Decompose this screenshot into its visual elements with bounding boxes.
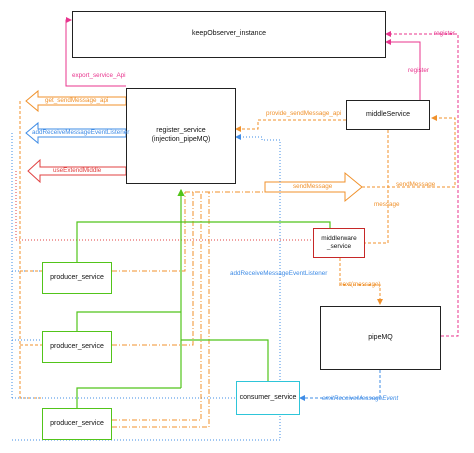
register-service-sublabel: (injection_pipeMQ) bbox=[151, 136, 211, 143]
pipe-mq-node: pipeMQ bbox=[320, 306, 441, 370]
producer-service-label: producer_service bbox=[50, 273, 104, 281]
edge-label-add-receive-listener-left: addReceiveMessageEventListener bbox=[32, 129, 130, 136]
edge-pipemq-to-keep bbox=[385, 31, 459, 337]
edge-p2-send bbox=[112, 192, 194, 346]
keep-observer-label: keepObserver_instance bbox=[192, 30, 266, 38]
producer-service-label: producer_service bbox=[50, 419, 104, 427]
keep-observer-node: keepObserver_instance bbox=[72, 11, 386, 58]
edge-send-message-right bbox=[362, 115, 456, 188]
edge-add-receive-listener-vertical bbox=[235, 134, 281, 380]
edge-p3-send-b bbox=[112, 192, 210, 428]
edge-use-extend-middle bbox=[27, 158, 127, 184]
middleware-service-sublabel: _service bbox=[326, 243, 352, 250]
middle-service-label: middleService bbox=[366, 110, 410, 118]
edge-label-provide-send-message-api: provide_sendMessage_api bbox=[266, 110, 342, 117]
edge-green-p3 bbox=[76, 387, 181, 410]
edge-green-consumer bbox=[181, 339, 269, 381]
register-service-node: register_service (injection_pipeMQ) bbox=[126, 88, 236, 184]
edge-green-p2 bbox=[76, 311, 181, 336]
edge-add-receive-listener-left bbox=[25, 121, 127, 145]
edge-send-message-center bbox=[264, 171, 363, 203]
consumer-service-label: consumer_service bbox=[239, 393, 297, 401]
edge-label-send-message-center: sendMessage bbox=[293, 183, 333, 190]
edge-get-send-message-api bbox=[25, 89, 127, 113]
edge-middle-to-keep bbox=[385, 39, 421, 100]
edge-label-add-receive-listener-vertical: addReceiveMessageEventListener bbox=[230, 270, 328, 277]
edge-label-send-message-right: sendMessage bbox=[396, 181, 436, 188]
edge-provide-send-message-api bbox=[235, 119, 346, 132]
producer-service-node: producer_service bbox=[42, 331, 112, 363]
edge-blue-bottom bbox=[12, 398, 281, 441]
producer-service-node: producer_service bbox=[42, 262, 112, 294]
edge-p3-send bbox=[112, 192, 202, 421]
middleware-service-node: middlerware _service bbox=[313, 228, 365, 258]
edge-label-get-send-message-api: get_sendMessage_api bbox=[45, 97, 109, 104]
register-service-label: register_service bbox=[156, 127, 206, 135]
consumer-service-node: consumer_service bbox=[236, 381, 300, 415]
edge-p1-send bbox=[112, 192, 186, 272]
pipe-mq-label: pipeMQ bbox=[368, 333, 393, 341]
edge-label-register-right: register bbox=[434, 30, 455, 37]
producer-service-label: producer_service bbox=[50, 342, 104, 350]
middleware-service-label: middlerware bbox=[321, 234, 357, 242]
middle-service-node: middleService bbox=[346, 100, 430, 130]
edge-label-message: message bbox=[374, 201, 400, 208]
edge-left-red-dotted bbox=[15, 171, 312, 241]
edge-label-next-message: next(message) bbox=[339, 281, 381, 288]
edge-label-use-extend-middle: useExtendMiddle bbox=[53, 167, 102, 174]
producer-service-node: producer_service bbox=[42, 408, 112, 440]
edge-emit-receive-event bbox=[299, 370, 381, 401]
edge-next-message bbox=[339, 258, 383, 305]
edge-green-p1 bbox=[76, 221, 331, 262]
edge-left-orange-dashed bbox=[19, 101, 42, 399]
edge-label-register-left: register bbox=[408, 67, 429, 74]
edge-export-service-api bbox=[65, 17, 100, 87]
edge-label-export-service-api: export_service_Api bbox=[72, 72, 126, 79]
edge-label-emit-receive-event: emitReceiveMessageEvent bbox=[322, 395, 399, 402]
